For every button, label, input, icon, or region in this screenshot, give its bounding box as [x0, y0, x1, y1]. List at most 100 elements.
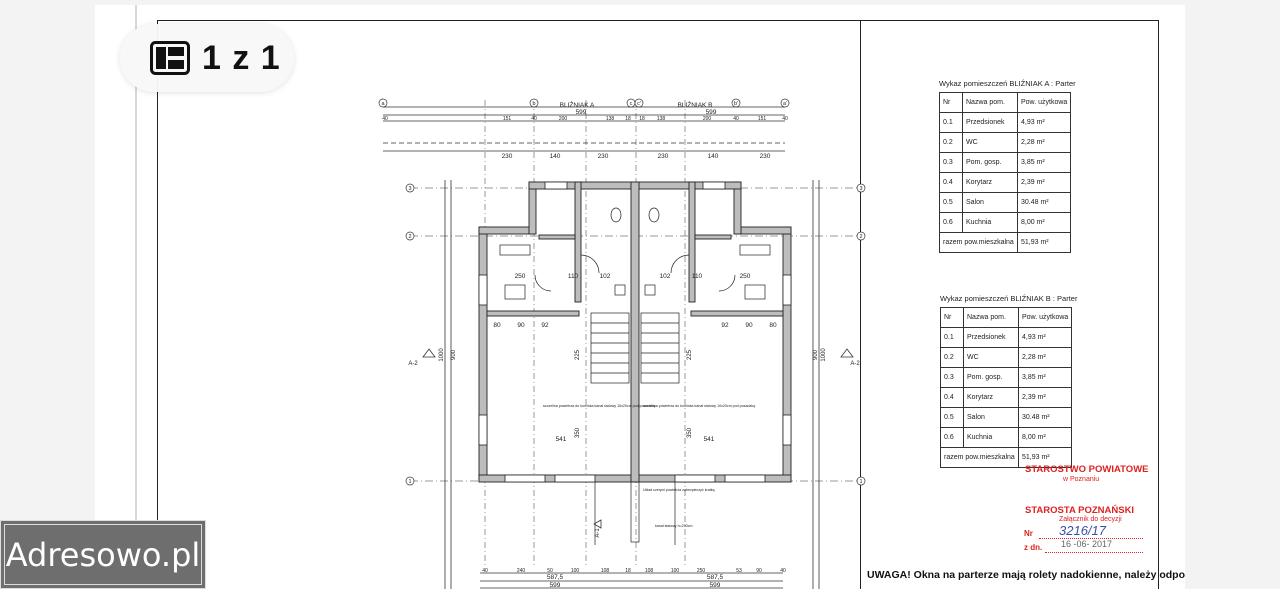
bottom-subdim-6: 18 — [625, 568, 631, 574]
total-value: 51,93 m² — [1017, 447, 1073, 468]
stamp-attachment: Załącznik do decyzji — [1059, 516, 1122, 523]
duct-note: Układ czerpni powietrza zabezpieczyć kra… — [643, 488, 715, 492]
cell-name: Pom. gosp. — [962, 152, 1018, 173]
cell-area: 4,93 m² — [1017, 327, 1073, 348]
stamp-date-value: 16 -06- 2017 — [1061, 539, 1113, 549]
dim-80-right: 80 — [769, 322, 777, 329]
bottom-dim-5875-right: 587,5 — [707, 574, 724, 581]
total-label: razem pow.mieszkalna — [939, 232, 1018, 253]
dim-250-left: 250 — [515, 273, 526, 280]
cell-nr: 0.5 — [939, 192, 963, 213]
adresowo-logo: Adresowo.pl — [0, 520, 206, 589]
dim-92-right: 92 — [721, 322, 729, 329]
dim-230-right: 230 — [760, 153, 771, 160]
dim-1000-right: 1000 — [821, 348, 827, 362]
bottom-subdim-2: 240 — [517, 568, 526, 574]
cell-name: Salon — [962, 192, 1018, 213]
bottom-subdim-1: 40 — [482, 568, 488, 574]
axis-2-marker: 2 — [408, 234, 411, 240]
cell-nr: 0.3 — [940, 367, 964, 388]
bottom-subdim-9: 250 — [697, 568, 706, 574]
document-sheet: a b c c' b' a' 3 2 1 3 2 1 BLIŹNIAK A BL… — [95, 5, 1185, 589]
cell-nr: 0.2 — [939, 132, 963, 153]
cell-area: 8,00 m² — [1017, 427, 1073, 448]
cell-area: 2,39 m² — [1017, 387, 1073, 408]
cell-area: 2,39 m² — [1016, 172, 1072, 193]
bottom-subdim-11: 90 — [756, 568, 762, 574]
floor-plan-drawing: a b c c' b' a' 3 2 1 3 2 1 BLIŹNIAK A BL… — [378, 98, 866, 589]
cell-name: Korytarz — [962, 172, 1018, 193]
title-block-divider — [860, 20, 861, 589]
cell-nr: 0.1 — [939, 112, 963, 133]
bottom-subdim-8: 100 — [671, 568, 680, 574]
bottom-dim-5875-left: 587,5 — [547, 574, 564, 581]
section-mark-a2-right: A-2 — [850, 361, 860, 367]
top-subdim-7: 18 — [639, 116, 645, 122]
stamp-nr-value: 3216/17 — [1059, 523, 1106, 538]
cell-area: 30.48 m² — [1016, 192, 1072, 213]
dim-92-left: 92 — [541, 322, 549, 329]
table-header-row: Nr Nazwa pom. Pow. użytkowa — [939, 92, 1072, 113]
stamp-nr-label: Nr — [1024, 529, 1033, 538]
axis-3-marker-right: 3 — [859, 186, 862, 192]
page-counter-pill[interactable]: 1 z 1 — [120, 24, 294, 92]
axis-b-marker: b — [532, 101, 535, 107]
axis-2-marker-right: 2 — [859, 234, 862, 240]
bottom-subdim-4: 100 — [571, 568, 580, 574]
cell-name: Salon — [963, 407, 1019, 428]
cell-name: WC — [963, 347, 1019, 368]
top-subdim-12: 40 — [782, 116, 788, 122]
header-nr: Nr — [940, 307, 964, 328]
bottom-subdim-3: 50 — [547, 568, 553, 574]
dim-900-right: 900 — [813, 349, 819, 360]
axis-1-marker: 1 — [408, 479, 411, 485]
cell-nr: 0.1 — [940, 327, 964, 348]
dim-541-left: 541 — [556, 436, 567, 443]
cell-name: Kuchnia — [963, 427, 1019, 448]
dim-541-right: 541 — [704, 436, 715, 443]
stamp-office: STAROSTWO POWIATOWE — [1025, 464, 1149, 475]
label-bliźniak-a: BLIŹNIAK A — [560, 100, 595, 109]
chimney-note-left: szczelina powietrza do kominka kanał sta… — [543, 404, 655, 408]
axis-3-marker: 3 — [408, 186, 411, 192]
cell-area: 8,00 m² — [1016, 212, 1072, 233]
dim-230-center: 230 — [598, 153, 609, 160]
cell-name: WC — [962, 132, 1018, 153]
cell-name: Przedsionek — [963, 327, 1019, 348]
cell-nr: 0.6 — [940, 427, 964, 448]
rooms-table-b: Wykaz pomieszczeń BLIŹNIAK B : Parter Nr… — [940, 294, 1077, 468]
rooms-table-a: Wykaz pomieszczeń BLIŹNIAK A : Parter Nr… — [939, 79, 1076, 253]
cell-nr: 0.3 — [939, 152, 963, 173]
cell-area: 30.48 m² — [1017, 407, 1073, 428]
top-subdim-1: 40 — [382, 116, 388, 122]
top-dim-left: 599 — [576, 109, 587, 116]
top-subdim-10: 40 — [733, 116, 739, 122]
bottom-subdim-12: 40 — [780, 568, 786, 574]
section-mark-a1: A-1 — [595, 528, 601, 538]
cell-area: 3,85 m² — [1017, 367, 1073, 388]
dim-140-right: 140 — [708, 153, 719, 160]
dim-102-right: 102 — [660, 273, 671, 280]
drawing-frame — [157, 20, 1159, 589]
stamp-office-city: w Poznaniu — [1063, 476, 1100, 483]
bottom-subdim-7: 108 — [645, 568, 654, 574]
table-total-row: razem pow.mieszkalna 51,93 m² — [940, 447, 1073, 468]
cell-area: 3,85 m² — [1016, 152, 1072, 173]
dim-350-right: 350 — [687, 427, 693, 438]
axis-c2-marker: c' — [637, 101, 641, 107]
cell-area: 2,28 m² — [1017, 347, 1073, 368]
top-subdim-4: 200 — [559, 116, 568, 122]
dim-225-right: 225 — [687, 349, 693, 360]
top-subdim-6: 18 — [625, 116, 631, 122]
header-name: Nazwa pom. — [962, 92, 1018, 113]
top-subdim-11: 151 — [758, 116, 767, 122]
cell-nr: 0.5 — [940, 407, 964, 428]
axis-a-marker: a — [381, 101, 385, 107]
